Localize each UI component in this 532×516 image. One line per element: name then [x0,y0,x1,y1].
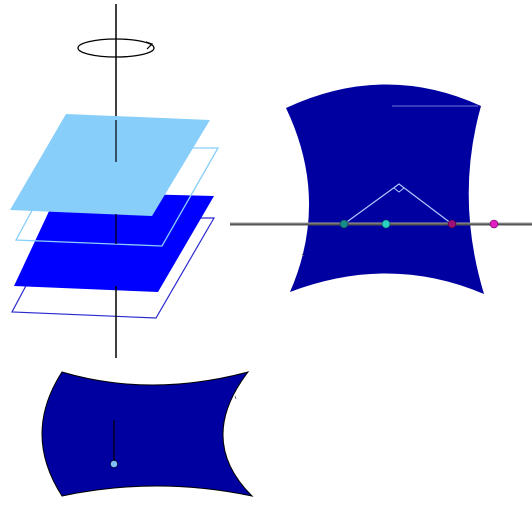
small-tick-mark [301,253,305,257]
rotation-arrow-icon [77,38,155,58]
plane-filled-light [10,114,210,216]
stacked-planes-panel [10,4,220,358]
right-angle-marker [393,187,405,193]
small-tick-mark-2 [234,395,237,400]
plane-filled-bright [14,192,214,292]
point-cyan [381,219,391,229]
curved-surface-small [41,371,254,497]
point-teal [339,219,349,229]
point-magenta-dark [447,219,457,229]
curved-surface-with-center-panel [41,371,254,497]
geodesic-arc [343,183,453,225]
point-magenta [489,219,499,229]
center-point [110,460,118,468]
curved-surface-large [286,84,484,294]
curved-surface-with-points-panel [230,84,532,294]
